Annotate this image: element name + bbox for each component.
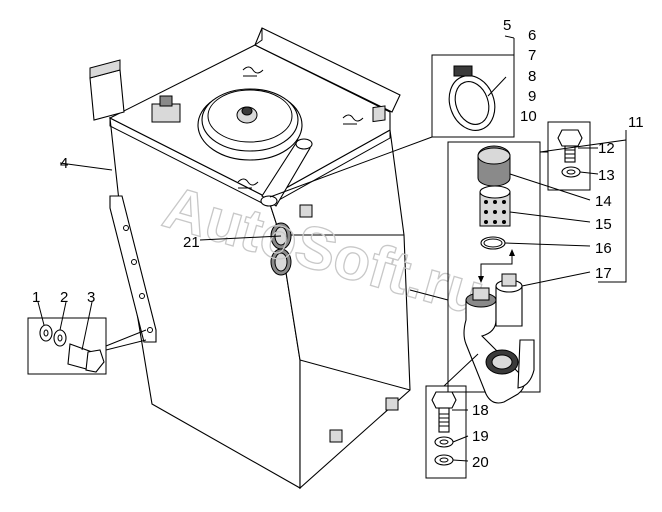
- callout-3: 3: [87, 289, 95, 306]
- leader-lines: [37, 76, 627, 462]
- callout-1: 1: [32, 289, 40, 306]
- callout-19: 19: [472, 428, 489, 445]
- bolt-group-18-20: [425, 353, 479, 479]
- callout-17: 17: [595, 265, 612, 282]
- filter-group: [409, 141, 541, 404]
- callout-labels: 1 2 3 4 5 6 7 8 9 10 11 12 13 14 15 16 1…: [32, 17, 644, 471]
- callout-2: 2: [60, 289, 68, 306]
- bolt-group-12-13: [540, 121, 591, 191]
- callout-4: 4: [60, 155, 68, 172]
- callout-14: 14: [595, 193, 612, 210]
- callout-12: 12: [598, 140, 615, 157]
- callout-7: 7: [528, 47, 536, 64]
- callout-20: 20: [472, 454, 489, 471]
- bolt-group-1-3: [27, 317, 147, 375]
- callout-15: 15: [595, 216, 612, 233]
- callout-11: 11: [628, 114, 644, 131]
- side-bracket: [109, 195, 157, 343]
- callout-21: 21: [183, 234, 200, 251]
- clamp-group: [269, 35, 515, 198]
- callout-9: 9: [528, 88, 536, 105]
- callout-6: 6: [528, 27, 536, 44]
- callout-18: 18: [472, 402, 489, 419]
- callout-13: 13: [598, 167, 615, 184]
- callout-16: 16: [595, 240, 612, 257]
- callout-10: 10: [520, 108, 537, 125]
- fuel-tank: [89, 27, 411, 490]
- callout-5: 5: [503, 17, 511, 34]
- callout-8: 8: [528, 68, 536, 85]
